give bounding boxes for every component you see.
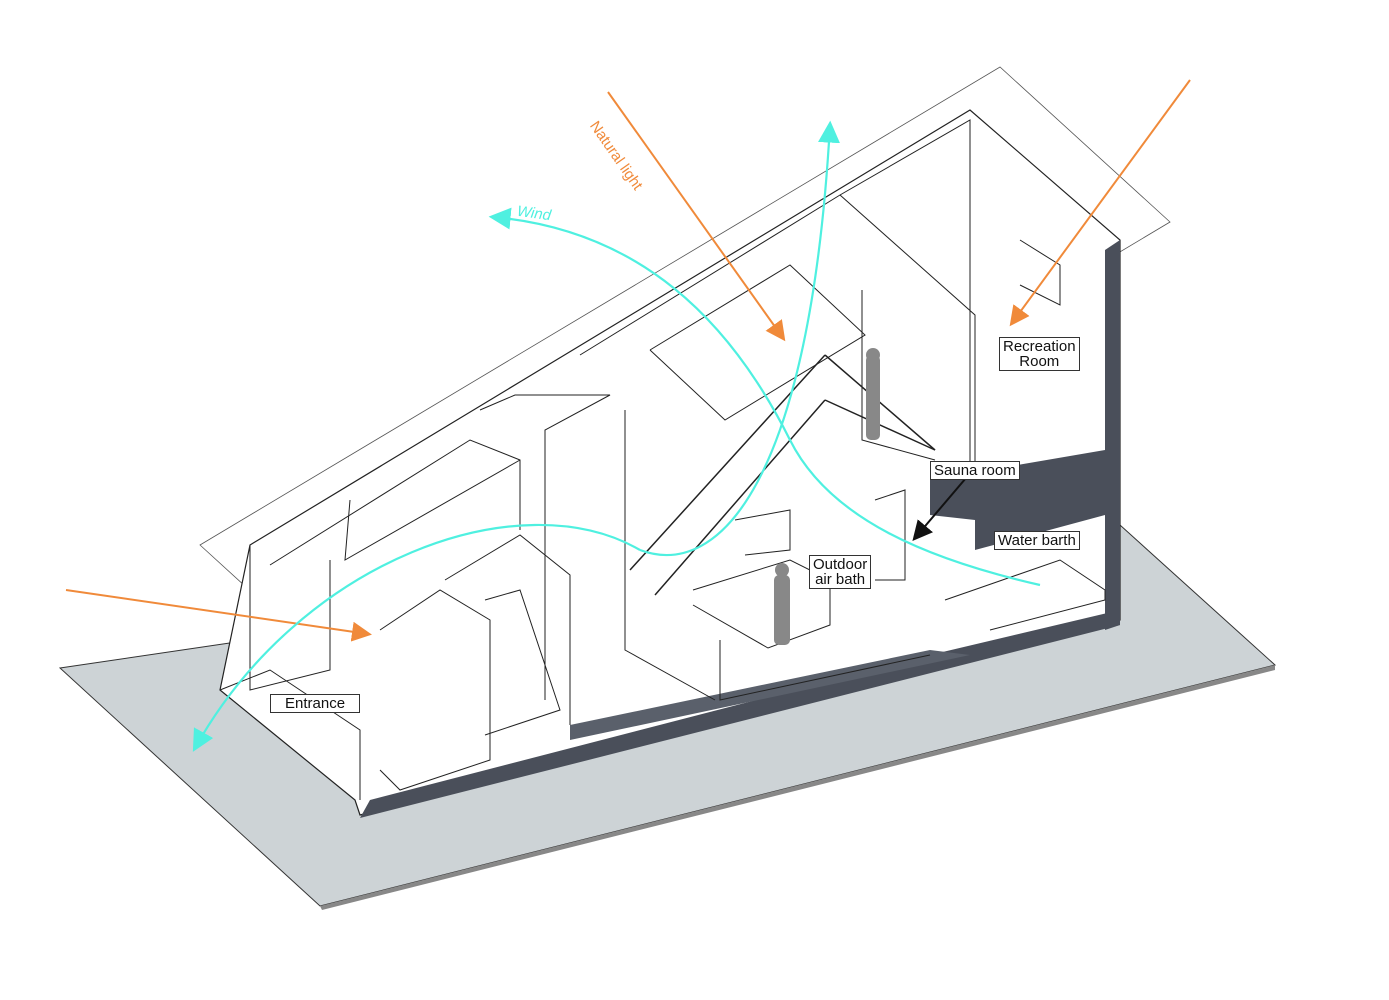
interior-linework: [219, 119, 1106, 800]
right-cut-wall: [1105, 240, 1120, 630]
leader-arrows: [912, 477, 967, 542]
outdoor-air-bath-label: Outdoor air bath: [809, 555, 872, 589]
natural-light-arrows: [65, 79, 1191, 642]
recreation-room-label-line1: Recreation: [1003, 338, 1076, 355]
person-sitting: [774, 575, 790, 645]
lower-dark-wall: [570, 650, 970, 740]
ground-edge: [320, 665, 1275, 910]
person-figures: [774, 348, 880, 645]
sauna-room-label: Sauna room: [930, 461, 1020, 480]
recreation-room-label-line2: Room: [1019, 353, 1060, 370]
outdoor-air-bath-label-line1: Outdoor: [813, 556, 868, 573]
wind-arrows: [192, 120, 1041, 752]
water-bath-label: Water barth: [994, 531, 1080, 550]
entrance-label: Entrance: [270, 694, 361, 713]
outdoor-air-bath-label-line2: air bath: [815, 571, 866, 588]
person-standing: [866, 355, 880, 440]
recreation-room-label: Recreation Room: [999, 337, 1080, 371]
